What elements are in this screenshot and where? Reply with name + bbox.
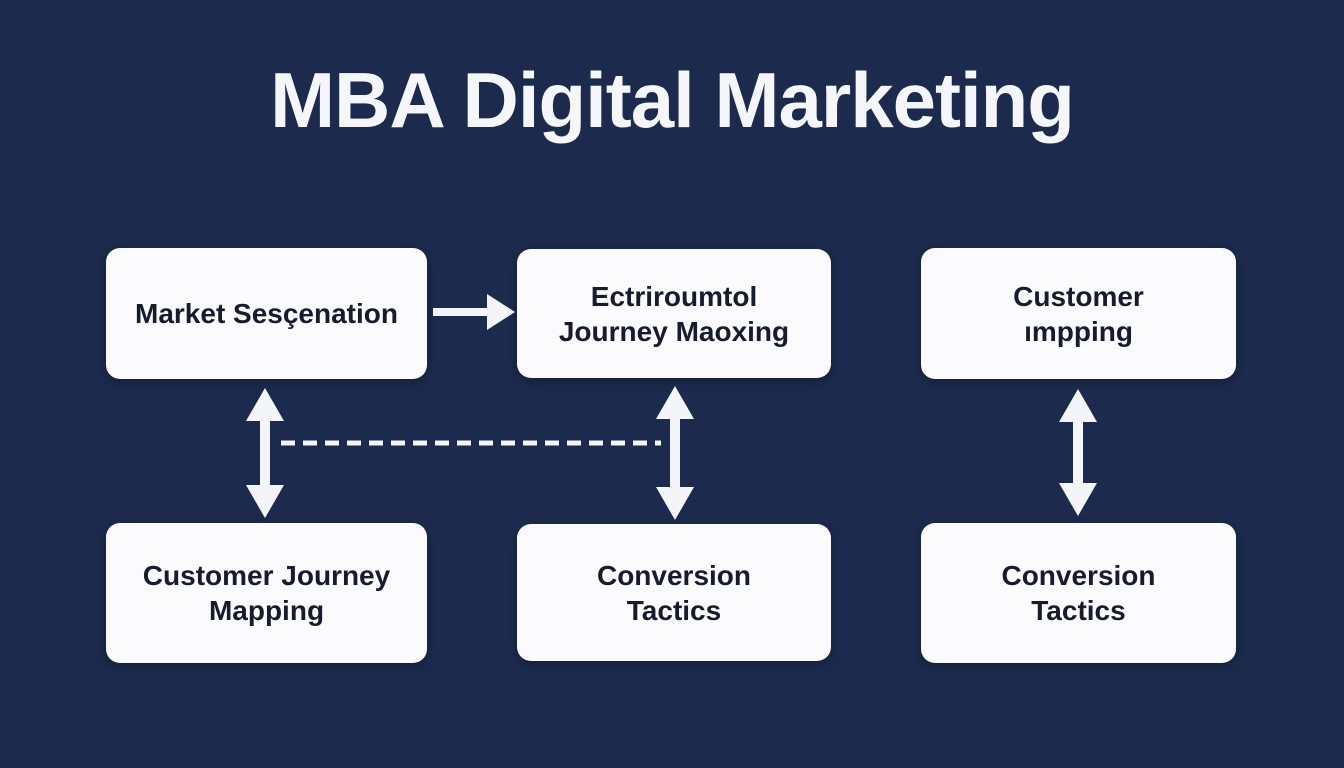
node-label-line: Tactics xyxy=(626,594,722,626)
node-label-line: Ectriroumtol xyxy=(590,280,758,312)
node-label-line: Journey Maoxing xyxy=(558,315,790,347)
node-conversion-tactics-right: Conversion Tactics xyxy=(921,523,1236,663)
arrow-right-icon xyxy=(433,294,515,330)
node-conversion-tactics-middle: Conversion Tactics xyxy=(517,524,831,661)
double-arrow-vertical-icon xyxy=(1059,389,1097,516)
node-label-line: Mapping xyxy=(208,595,325,626)
node-label-line: Conversion xyxy=(596,559,752,591)
node-market-segmentation: Market Sesçenation xyxy=(106,248,427,379)
node-label-line: Customer Journey xyxy=(142,560,391,591)
double-arrow-vertical-icon xyxy=(246,388,284,518)
dashed-connector-line xyxy=(281,440,661,446)
double-arrow-vertical-icon xyxy=(656,386,694,520)
node-label-line: Customer xyxy=(1013,280,1144,312)
diagram-title: MBA Digital Marketing xyxy=(270,56,1075,144)
node-label-line: Conversion xyxy=(1001,560,1156,591)
node-customer-mapping: Customer ımpping xyxy=(921,248,1236,379)
node-customer-journey-mapping: Customer Journey Mapping xyxy=(106,523,427,663)
node-label-line: Tactics xyxy=(1031,595,1126,626)
node-label-line: ımpping xyxy=(1024,315,1133,347)
node-label-line: Market Sesçenation xyxy=(135,298,398,329)
node-journey-top-middle: Ectriroumtol Journey Maoxing xyxy=(517,249,831,378)
